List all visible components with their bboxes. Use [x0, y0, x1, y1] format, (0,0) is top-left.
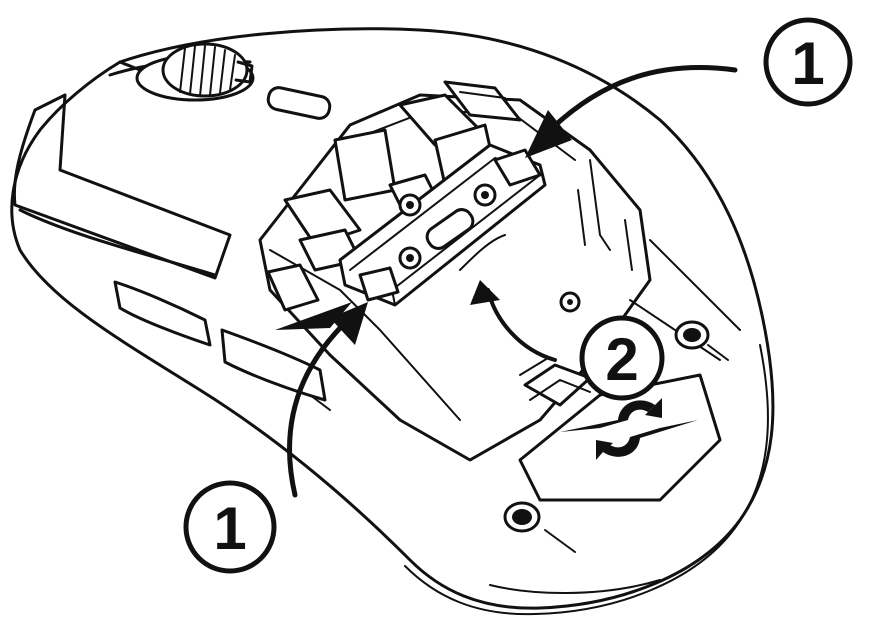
- mouse-feet: [503, 320, 729, 553]
- battery-compartment: [258, 80, 741, 462]
- callout-step1-top: 1: [763, 17, 853, 107]
- mouse-body: [10, 27, 775, 616]
- battery-cover: [518, 373, 722, 502]
- callout-step1-bottom: 1: [183, 480, 277, 574]
- scroll-wheel: [135, 42, 332, 120]
- callout-step1-bottom-label: 1: [213, 495, 246, 562]
- rotate-icon: [560, 398, 698, 460]
- arrow-top-right: [525, 65, 738, 158]
- arrow-step-2: [470, 280, 557, 362]
- callout-step2: 2: [579, 315, 665, 401]
- callout-step1-top-label: 1: [791, 30, 824, 97]
- receiver-tray: [338, 143, 547, 307]
- arrow-bottom-left: [275, 302, 368, 498]
- callout-step2-label: 2: [605, 326, 638, 393]
